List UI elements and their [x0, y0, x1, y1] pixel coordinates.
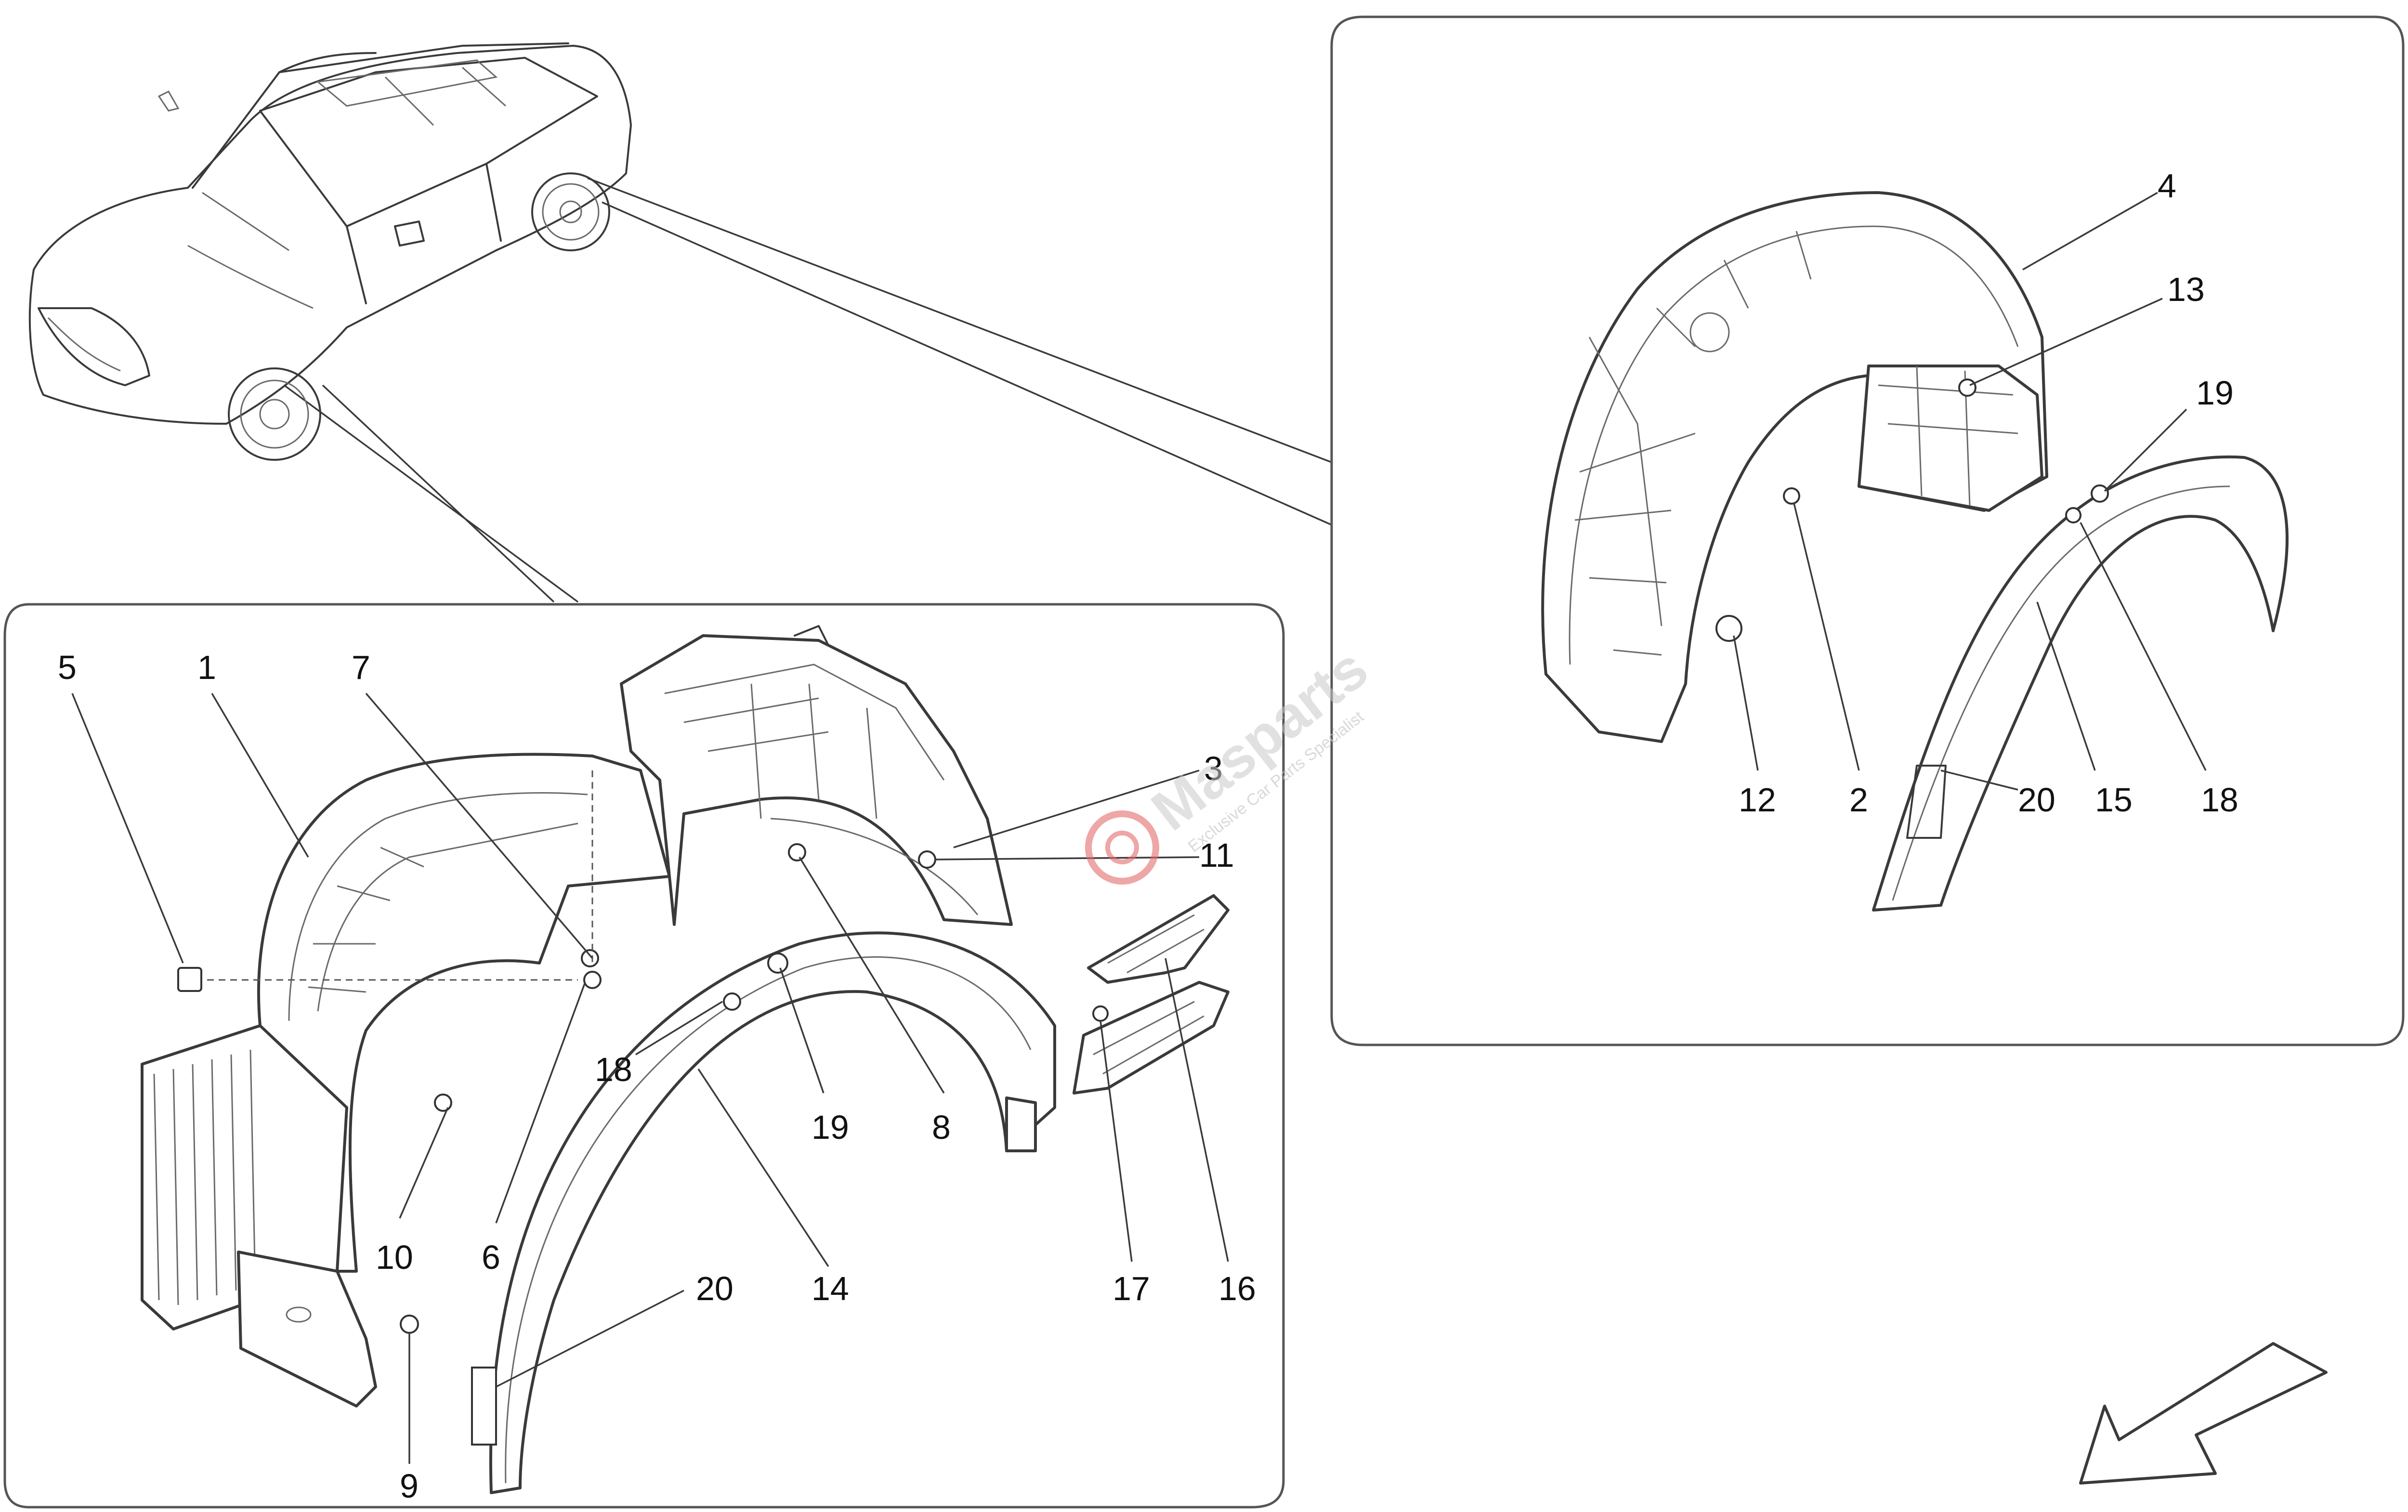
callout-18: 18	[595, 1051, 632, 1088]
callout-20: 20	[696, 1270, 733, 1307]
rear-callouts: 4 13 19 12 2 20 15 18	[1739, 167, 2238, 819]
front-callouts: 5 1 7 3 11 18 19 8 10 6 20 14 17 16 9	[58, 649, 1256, 1505]
gear-logo-icon	[1085, 810, 1159, 885]
callout-13: 13	[2167, 271, 2205, 308]
callout-5: 5	[58, 649, 77, 686]
callout-8: 8	[932, 1108, 951, 1146]
callout-15: 15	[2095, 781, 2133, 819]
nut-icon	[2091, 484, 2109, 503]
front-fender-liner-part	[141, 753, 671, 1408]
bolt-icon	[918, 850, 936, 869]
front-fasteners	[177, 843, 1109, 1446]
callout-12: 12	[1739, 781, 1776, 819]
callout-10: 10	[376, 1238, 413, 1276]
callout-19: 19	[811, 1108, 849, 1146]
bolt-icon	[1783, 487, 1800, 505]
direction-arrow-icon	[2079, 1342, 2328, 1485]
tape-strip-icon	[471, 1367, 497, 1446]
callout-2: 2	[1849, 781, 1868, 819]
bolt-icon	[581, 949, 599, 967]
callout-18: 18	[2201, 781, 2238, 819]
rear-wheel-panel	[1330, 15, 2405, 1046]
callout-4: 4	[2158, 167, 2176, 205]
callout-7: 7	[352, 649, 370, 686]
rear-leader-lines	[1733, 192, 2207, 791]
nut-icon	[400, 1315, 419, 1334]
callout-9: 9	[400, 1467, 419, 1505]
bolt-icon	[788, 843, 806, 861]
callout-6: 6	[482, 1238, 500, 1276]
bolt-icon	[723, 992, 741, 1011]
assembly-dash-lines	[207, 770, 593, 981]
bolt-icon	[583, 971, 602, 989]
callout-20: 20	[2018, 781, 2055, 819]
grommet-icon	[1715, 615, 1742, 642]
rear-fasteners	[1715, 378, 2109, 642]
callout-11: 11	[1199, 836, 1234, 874]
rear-fender-liner-part	[1541, 191, 2048, 743]
bolt-icon	[434, 1094, 452, 1112]
bolt-icon	[1092, 1005, 1109, 1022]
callout-16: 16	[1218, 1270, 1256, 1307]
front-bracket-part	[1073, 894, 1230, 1095]
callout-19: 19	[2196, 374, 2234, 412]
clip-icon	[177, 967, 202, 992]
front-liner-upper-part	[620, 625, 1013, 926]
nut-icon	[767, 952, 788, 974]
rear-arch-trim-part	[1872, 455, 2289, 912]
callout-14: 14	[811, 1270, 849, 1307]
callout-3: 3	[1204, 750, 1223, 787]
bolt-icon	[1958, 378, 1976, 397]
bolt-icon	[2065, 507, 2081, 523]
car-outline-icon	[28, 42, 632, 461]
wheel-connector-lines	[283, 177, 1332, 603]
callout-1: 1	[197, 649, 216, 686]
callout-17: 17	[1112, 1270, 1150, 1307]
